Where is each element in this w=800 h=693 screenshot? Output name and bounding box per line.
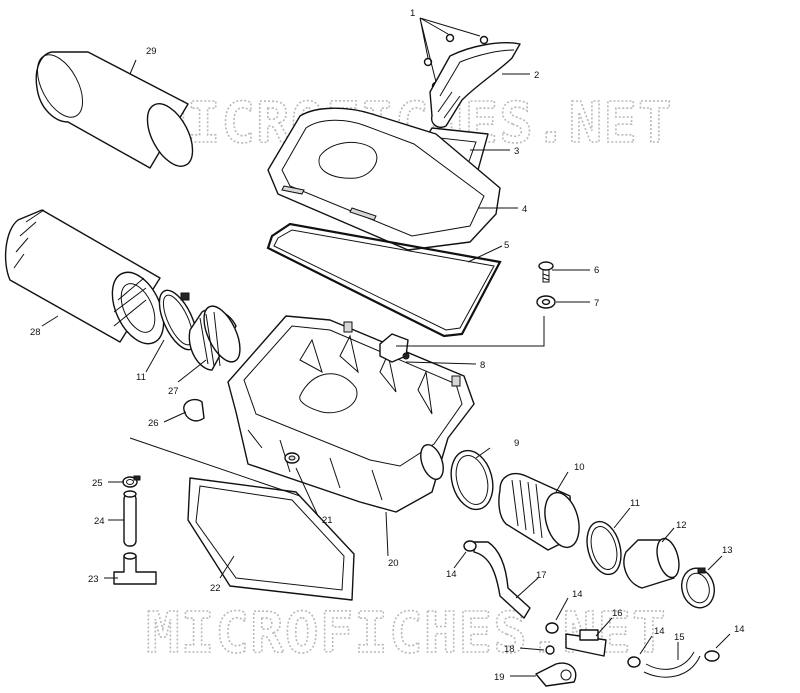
part-22-shield-panel (187, 477, 355, 601)
callout-6: 6 (594, 265, 599, 276)
part-15-drain-hose (643, 651, 701, 678)
part-28-air-filter (4, 209, 165, 345)
callout-19: 19 (494, 672, 505, 683)
part-24-tube (123, 490, 137, 547)
part-4-airbox-cover (267, 107, 501, 251)
part-21-grommet (284, 452, 300, 464)
part-6-screw (538, 261, 554, 283)
callout-14-b: 14 (572, 589, 583, 600)
part-19-mounting-clamp (535, 662, 577, 687)
callout-24: 24 (94, 516, 105, 527)
part-23-tee-fitting (113, 552, 157, 585)
part-27-adapter-ring (188, 305, 241, 371)
callout-11-right: 11 (630, 498, 640, 509)
part-11-clamp-right (586, 520, 622, 576)
callout-10: 10 (574, 462, 585, 473)
part-18-fitting (545, 645, 555, 655)
part-17-hose (473, 541, 531, 619)
part-10-intake-tube (498, 472, 580, 551)
callout-14-d: 14 (734, 624, 745, 635)
callout-15: 15 (674, 632, 685, 643)
callout-5: 5 (504, 240, 509, 251)
callout-labels: 1 2 3 4 5 6 7 8 9 10 11 11 12 13 14 14 1… (30, 8, 745, 683)
part-25-clamp (122, 475, 141, 488)
callout-21: 21 (322, 515, 333, 526)
part-12-boot (623, 537, 680, 589)
part-26-clip (183, 398, 205, 422)
callout-7: 7 (594, 298, 599, 309)
part-29-prefilter-sleeve (35, 51, 194, 169)
callout-20: 20 (388, 558, 399, 569)
callout-12: 12 (676, 520, 687, 531)
part-7-washer (536, 295, 556, 309)
part-14-clamps (463, 540, 720, 668)
callout-2: 2 (534, 70, 539, 81)
callout-13: 13 (722, 545, 733, 556)
callout-18: 18 (504, 644, 515, 655)
callout-27: 27 (168, 386, 179, 397)
callout-25: 25 (92, 478, 103, 489)
callout-23: 23 (88, 574, 99, 585)
part-5-gasket (266, 222, 502, 338)
callout-8: 8 (480, 360, 485, 371)
callout-29: 29 (146, 46, 157, 57)
callout-3: 3 (514, 146, 519, 157)
callout-22: 22 (210, 583, 221, 594)
part-20-airbox-base (227, 315, 475, 513)
part-2-inlet-duct (429, 42, 521, 128)
callout-26: 26 (148, 418, 159, 429)
callout-9: 9 (514, 438, 519, 449)
callout-16: 16 (612, 608, 623, 619)
part-16-check-valve (565, 629, 607, 657)
callout-4: 4 (522, 204, 527, 215)
callout-17: 17 (536, 570, 547, 581)
callout-11-left: 11 (136, 372, 146, 383)
callout-1: 1 (410, 8, 415, 19)
part-13-band-clamp (681, 567, 715, 609)
callout-14-a: 14 (446, 569, 457, 580)
callout-28: 28 (30, 327, 41, 338)
leader-lines (41, 17, 731, 677)
part-8-bracket (379, 333, 410, 363)
callout-14-c: 14 (654, 626, 665, 637)
part-9-o-ring (450, 449, 494, 511)
